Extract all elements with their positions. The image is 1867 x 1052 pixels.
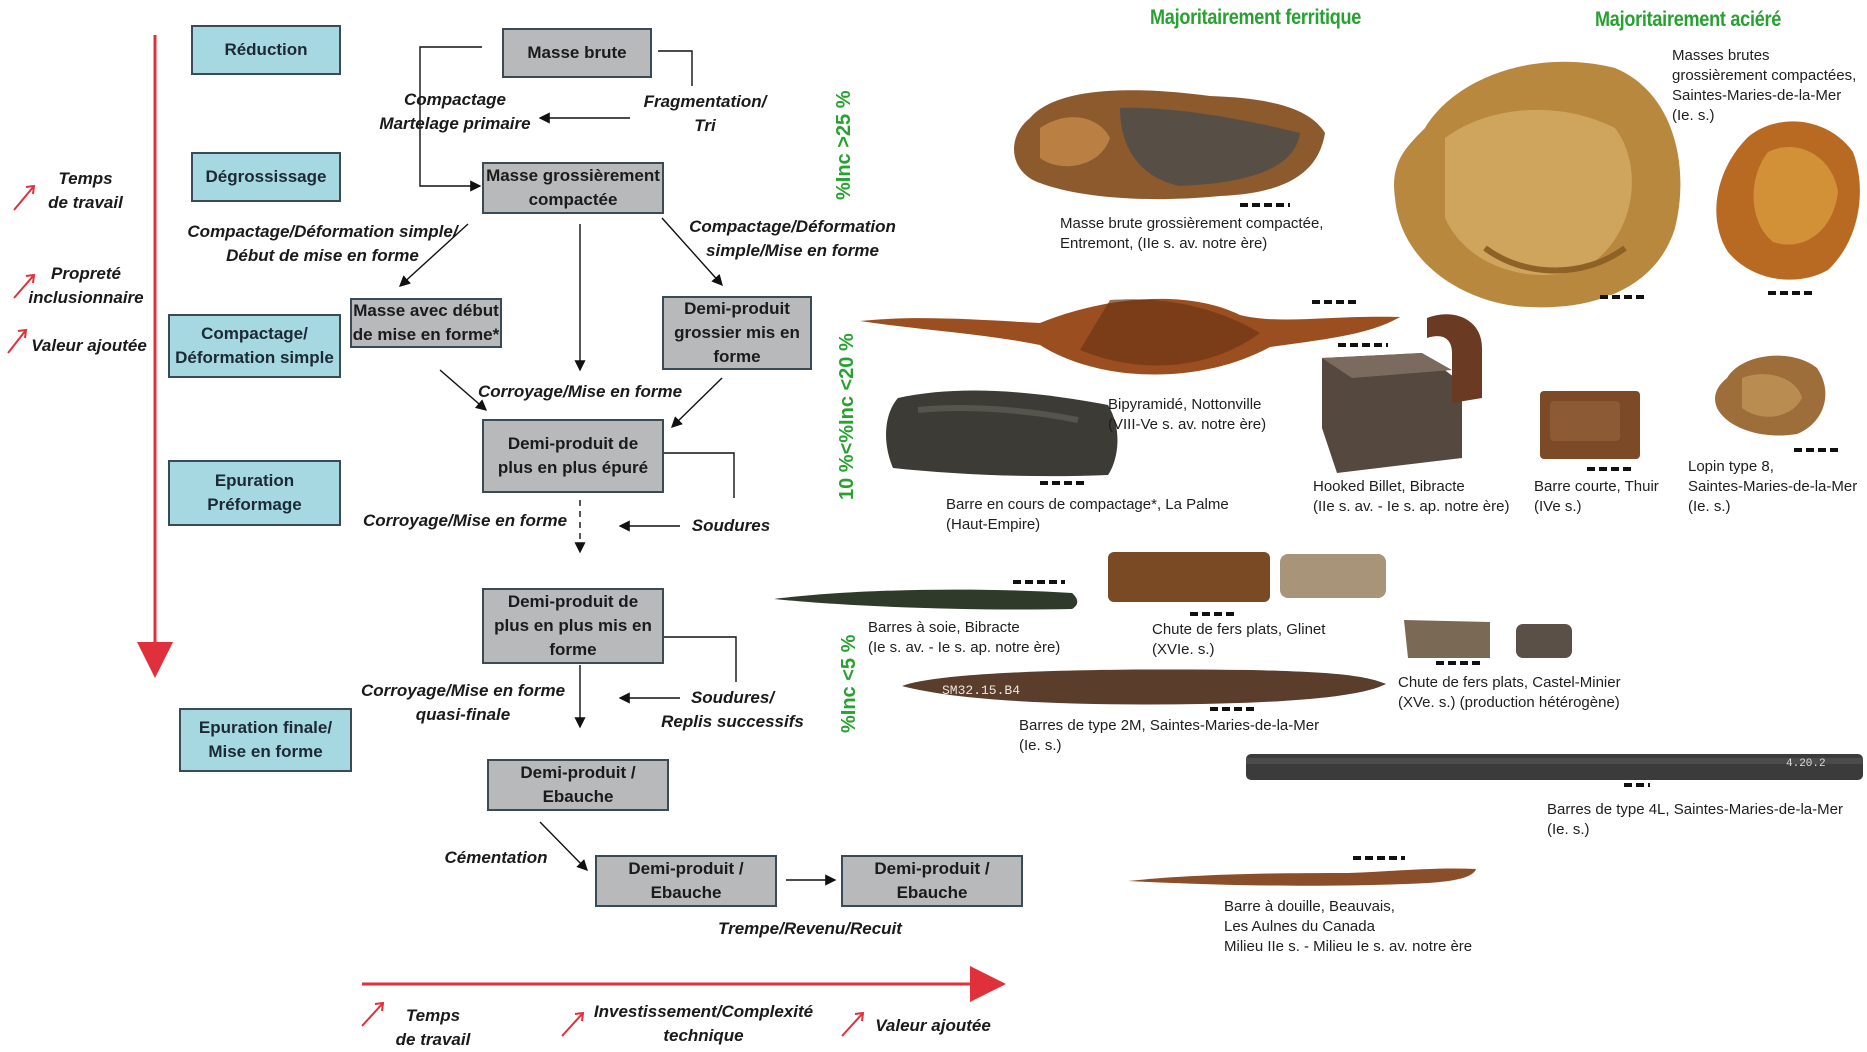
caption-hooked-billet: Hooked Billet, Bibracte (IIe s. av. - Ie… [1313,477,1509,517]
caption-barre-compactage: Barre en cours de compactage*, La Palme … [946,495,1229,535]
artifact-masse-brute-smm-small [1708,112,1867,287]
product-masse-brute: Masse brute [502,28,652,78]
op-trempe: Trempe/Revenu/Recuit [710,917,910,941]
product-demi-mis-en-forme: Demi-produit de plus en plus mis en form… [482,588,664,664]
scale-bar [1312,300,1358,304]
scale-bar [1040,481,1086,485]
product-ebauche-2: Demi-produit / Ebauche [595,855,777,907]
artifact-barres-2m: SM32.15.B4 [902,666,1387,708]
artifact-lopin [1712,348,1832,438]
left-proprete-label: Propreté inclusionnaire [26,262,146,310]
caption-barres-soie: Barres à soie, Bibracte (Ie s. av. - Ie … [868,618,1060,658]
stage-compactage: Compactage/ Déformation simple [168,314,341,378]
inclusion-mid-label: 10 %<%Inc <20 % [836,333,859,500]
product-ebauche-1: Demi-produit / Ebauche [487,759,669,811]
artifact-barres-4l: 4.20.2 [1246,752,1863,784]
stage-degrossissage: Dégrossissage [191,152,341,202]
scale-bar [1436,661,1480,665]
artifact-barre-douille [1128,863,1478,891]
scale-bar [1240,203,1290,207]
op-compactage-martelage: Compactage Martelage primaire [360,88,550,136]
caption-barre-douille: Barre à douille, Beauvais, Les Aulnes du… [1224,897,1472,957]
op-compactage-simple: Compactage/Déformation simple/Mise en fo… [680,215,905,263]
product-masse-grossierement: Masse grossièrement compactée [482,162,664,214]
product-demi-grossier: Demi-produit grossier mis en forme [662,296,812,370]
stage-epuration: Epuration Préformage [168,460,341,526]
caption-barres-2m: Barres de type 2M, Saintes-Maries-de-la-… [1019,716,1319,756]
stage-epuration-finale: Epuration finale/ Mise en forme [179,708,352,772]
artifact-barre-courte [1538,386,1642,460]
op-corroyage-2: Corroyage/Mise en forme [355,509,575,533]
caption-lopin: Lopin type 8, Saintes-Maries-de-la-Mer (… [1688,457,1857,517]
caption-masses-brutes-smm: Masses brutes grossièrement compactées, … [1672,46,1856,126]
scale-bar [1600,295,1644,299]
op-cementation: Cémentation [436,846,556,870]
stage-reduction: Réduction [191,25,341,75]
scale-bar [1190,612,1238,616]
heading-acier: Majoritairement aciéré [1595,8,1781,32]
artifact-barres-soie [774,585,1079,613]
op-soudures: Soudures [688,514,774,538]
caption-chute-castel: Chute de fers plats, Castel-Minier (XVe.… [1398,673,1621,713]
scale-bar [1768,291,1812,295]
op-compactage-debut: Compactage/Déformation simple/ Début de … [170,220,475,268]
scale-bar [1794,448,1842,452]
bottom-investissement-label: Investissement/Complexité technique [586,1000,821,1048]
product-masse-debut: Masse avec début de mise en forme* [350,298,502,348]
caption-bipyramide: Bipyramidé, Nottonville (VIII-Ve s. av. … [1108,395,1266,435]
artifact-4l-label: 4.20.2 [1786,758,1826,770]
heading-ferritique: Majoritairement ferritique [1150,6,1361,30]
bottom-temps-label: Temps de travail [378,1004,488,1052]
caption-masse-brute-entremont: Masse brute grossièrement compactée, Ent… [1060,214,1323,254]
caption-barres-4l: Barres de type 4L, Saintes-Maries-de-la-… [1547,800,1843,840]
bottom-valeur-label: Valeur ajoutée [868,1014,998,1038]
scale-bar [1013,580,1065,584]
artifact-chute-castel [1404,618,1574,662]
left-valeur-label: Valeur ajoutée [26,334,152,358]
scale-bar [1353,856,1405,860]
caption-chute-glinet: Chute de fers plats, Glinet (XVIe. s.) [1152,620,1325,660]
product-ebauche-3: Demi-produit / Ebauche [841,855,1023,907]
op-corroyage-quasi: Corroyage/Mise en forme quasi-finale [353,679,573,727]
artifact-masse-brute-smm-large [1385,48,1695,313]
scale-bar [1210,707,1258,711]
artifact-barre-compactage [878,380,1128,480]
caption-barre-courte: Barre courte, Thuir (IVe s.) [1534,477,1659,517]
product-demi-epure: Demi-produit de plus en plus épuré [482,419,664,493]
op-fragmentation: Fragmentation/ Tri [620,90,790,138]
inclusion-low-label: %Inc <5 % [838,635,861,733]
left-temps-label: Temps de travail [38,167,133,215]
inclusion-high-label: %Inc >25 % [833,90,856,200]
scale-bar [1624,783,1650,787]
artifact-hooked-billet [1312,308,1487,473]
artifact-masse-brute-entremont [1000,78,1330,208]
artifact-2m-label: SM32.15.B4 [942,683,1020,698]
artifact-chute-glinet [1108,550,1388,606]
op-corroyage-1: Corroyage/Mise en forme [470,380,690,404]
op-soudures-replis: Soudures/ Replis successifs [655,686,810,734]
scale-bar [1587,467,1635,471]
